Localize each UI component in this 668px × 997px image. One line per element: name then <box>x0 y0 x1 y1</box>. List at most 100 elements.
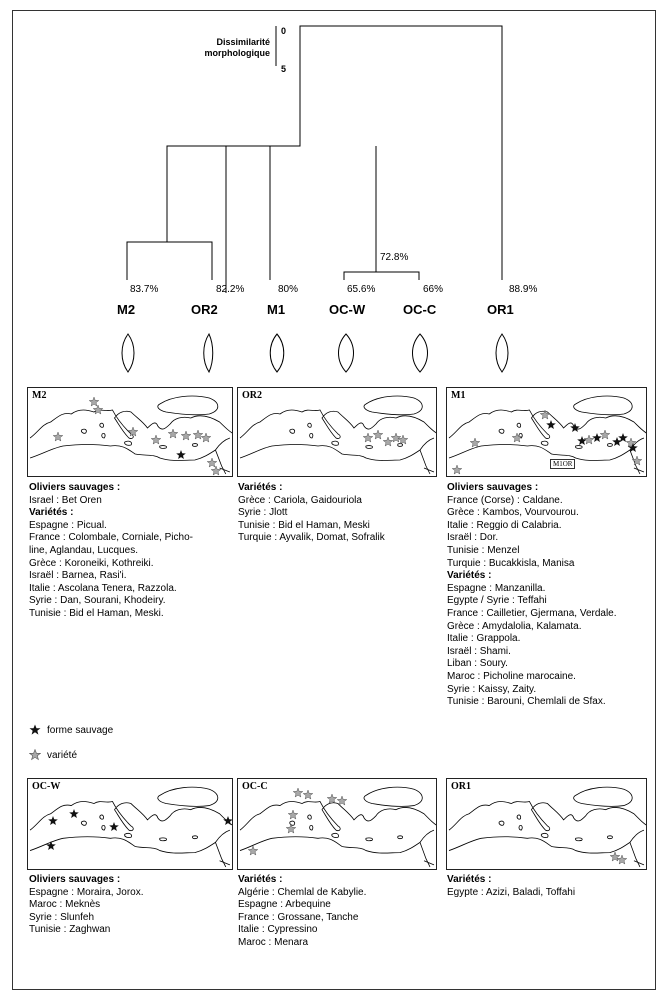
map-label: OC-C <box>242 781 268 792</box>
coastline <box>289 820 296 826</box>
coastline <box>101 432 106 439</box>
coastline <box>192 443 198 447</box>
star-filled-icon <box>628 443 638 452</box>
section-heading: Oliviers sauvages : <box>447 482 539 493</box>
coastline <box>629 842 645 868</box>
pct-m2: 83.7% <box>130 284 159 295</box>
cultivar-line: Grèce : Koroneiki, Kothreiki. <box>29 557 154 569</box>
star-grey-icon <box>631 455 643 466</box>
star-grey-icon <box>372 429 384 440</box>
coastline <box>157 395 219 416</box>
coastline <box>607 443 613 447</box>
panel-text-or1: Variétés :Egypte : Azizi, Baladi, Toffah… <box>447 874 652 899</box>
coastline <box>239 409 436 439</box>
coastline <box>101 824 106 831</box>
cultivar-line: Italie : Grappola. <box>447 633 521 645</box>
coastline <box>307 422 312 428</box>
coastline <box>365 445 373 449</box>
star-grey-icon <box>285 823 297 834</box>
section-heading: Variétés : <box>238 482 283 493</box>
coastline <box>215 449 231 475</box>
star-grey-icon <box>382 436 394 447</box>
map-label: OR2 <box>242 390 262 401</box>
star-grey-icon <box>583 434 595 445</box>
leaf-label-m1: M1 <box>267 302 286 317</box>
star-grey-icon <box>150 434 162 445</box>
map-label: OC-W <box>32 781 61 792</box>
leaf-label-or1: OR1 <box>487 302 514 317</box>
coastline <box>307 814 312 820</box>
olive-leaf-icon <box>412 333 428 373</box>
pct-occ: 66% <box>423 284 444 295</box>
coastline <box>29 829 231 854</box>
cultivar-line: Algérie : Chemlal de Kabylie. <box>238 886 367 898</box>
coastline <box>80 428 87 434</box>
star-grey-icon <box>200 432 212 443</box>
coastline <box>29 409 232 439</box>
branch-left <box>166 145 270 212</box>
map-panel-ocw: OC-W <box>27 778 233 870</box>
coastline <box>80 820 87 826</box>
coastline <box>215 842 231 868</box>
panel-text-ocw: Oliviers sauvages :Espagne : Moraira, Jo… <box>29 874 234 937</box>
map-panel-m2: M2 <box>27 387 233 477</box>
coastline <box>518 432 523 439</box>
coastline <box>239 800 436 832</box>
coastline <box>331 832 339 838</box>
leaf-label-m2: M2 <box>117 302 136 317</box>
cultivar-line: line, Aglandau, Lucques. <box>29 544 138 556</box>
cultivar-line: Israël : Barnea, Rasi'i. <box>29 570 127 582</box>
star-grey-icon <box>167 428 179 439</box>
star-grey-icon <box>326 793 338 804</box>
coastline <box>518 824 523 831</box>
star-grey-icon <box>292 787 304 798</box>
coastline <box>159 837 167 842</box>
cultivar-line: Egypte / Syrie : Teffahi <box>447 595 547 607</box>
scale-title: Dissimilarité morphologique <box>204 37 271 58</box>
branch-m2-or2 <box>126 241 213 280</box>
olive-leaf-icon <box>269 333 285 373</box>
coastline <box>29 800 232 832</box>
cultivar-line: Grèce : Cariola, Gaidouriola <box>238 494 362 506</box>
star-grey-icon <box>192 429 204 440</box>
map-label: M1 <box>451 390 466 401</box>
star-grey-icon <box>390 432 402 443</box>
cultivar-line: France : Colombale, Corniale, Picho- <box>29 532 193 544</box>
star-filled-icon <box>612 437 622 446</box>
cultivar-line: Espagne : Arbequine <box>238 899 331 911</box>
legend-variety: variété <box>29 749 77 761</box>
cultivar-line: Espagne : Picual. <box>29 519 107 531</box>
star-grey-icon <box>88 396 100 407</box>
map-label: M2 <box>32 390 47 401</box>
star-grey-icon <box>599 429 611 440</box>
star-filled-icon <box>577 436 587 445</box>
coastline <box>629 449 645 475</box>
scale-bottom: 5 <box>281 64 287 74</box>
star-grey-icon <box>397 434 409 445</box>
star-grey-icon <box>469 437 481 448</box>
cultivar-line: Syrie : Kaissy, Zaity. <box>447 683 537 695</box>
cultivar-line: Grèce : Amydalolia, Kalamata. <box>447 620 582 632</box>
coastline <box>448 437 645 461</box>
star-grey-icon <box>539 409 551 420</box>
section-heading: Oliviers sauvages : <box>29 482 121 493</box>
cultivar-line: Espagne : Manzanilla. <box>447 582 546 594</box>
coastline <box>363 395 423 416</box>
cultivar-line: Liban : Soury. <box>447 658 508 670</box>
panel-text-occ: Variétés :Algérie : Chemlal de Kabylie.E… <box>238 874 438 950</box>
star-filled-icon <box>618 433 628 442</box>
cultivar-line: Tunisie : Barouni, Chemlali de Sfax. <box>447 696 606 708</box>
coastline <box>99 814 104 820</box>
star-grey-icon <box>609 851 621 862</box>
pct-ocw: 65.6% <box>347 284 376 295</box>
coastline <box>124 440 132 446</box>
cultivar-line: Egypte : Azizi, Baladi, Toffahi <box>447 886 576 898</box>
star-grey-icon <box>362 432 374 443</box>
pct-or2: 82.2% <box>216 284 245 295</box>
coastline <box>573 786 633 807</box>
pct-m1: 80% <box>278 284 299 295</box>
coastline <box>239 829 435 854</box>
cultivar-line: Syrie : Dan, Sourani, Khodeiry. <box>29 595 166 607</box>
coastline <box>397 835 404 840</box>
leaf-label-ocw: OC-W <box>329 302 366 317</box>
